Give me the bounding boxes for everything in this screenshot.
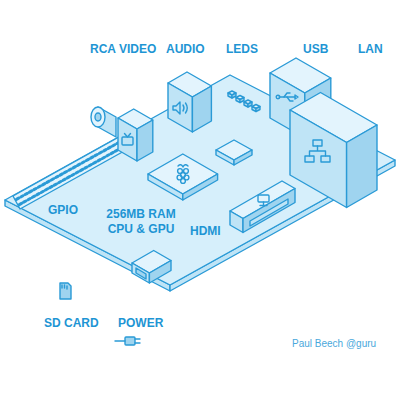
part-label: POWER — [118, 316, 163, 330]
gpio-header-part — [13, 137, 126, 209]
circuit-board-part — [5, 75, 395, 285]
speaker-icon-part — [173, 102, 180, 114]
credit-text: Paul Beech @guru — [292, 337, 376, 350]
network-icon — [305, 140, 330, 162]
soc-chip-part — [183, 174, 218, 200]
network-icon-part — [310, 146, 326, 156]
rca-connector-part — [91, 107, 105, 127]
soc-chip-part — [148, 174, 183, 200]
rca-connector — [91, 107, 153, 161]
part-label: RCA VIDEO — [90, 42, 156, 56]
network-icon-part — [313, 140, 322, 146]
part-label: GPIO — [48, 203, 78, 217]
led-row — [228, 91, 260, 112]
soc-chip — [148, 154, 218, 200]
power-connector — [132, 251, 171, 284]
sd-card-icon-part — [62, 285, 67, 289]
audio-jack — [168, 72, 211, 132]
hdmi-port — [230, 181, 295, 233]
null-part — [256, 107, 260, 112]
lan-port — [290, 93, 377, 208]
monitor-icon-part — [258, 195, 269, 202]
plug-icon-part — [115, 339, 140, 343]
part-label: LAN — [358, 42, 383, 56]
plug-icon — [115, 337, 140, 345]
part-label: HDMI — [190, 224, 221, 238]
lan-port-part — [347, 125, 377, 208]
power-connector-part — [149, 261, 171, 284]
hdmi-port-part — [230, 211, 243, 233]
raspberry-logo-part — [181, 179, 186, 184]
tv-icon-part — [122, 137, 133, 145]
soc-chip-part — [148, 154, 218, 194]
rca-connector-part — [118, 118, 137, 161]
usb-icon-part — [295, 95, 298, 99]
speaker-icon-part — [183, 103, 187, 113]
network-icon-part — [305, 156, 314, 162]
power-connector-part — [136, 268, 146, 279]
usb-icon-part — [284, 93, 293, 101]
small-chip-part — [234, 150, 252, 165]
monitor-icon-part — [260, 202, 267, 206]
gpio-header-part — [19, 147, 123, 205]
raspberry-logo — [177, 165, 189, 184]
small-chip — [216, 140, 252, 165]
gpio-header — [13, 137, 126, 209]
power-connector-part — [132, 263, 149, 283]
sd-card-icon — [60, 283, 71, 299]
part-label: USB — [303, 42, 328, 56]
part-label: AUDIO — [166, 42, 205, 56]
rca-connector-part — [95, 113, 101, 121]
raspberry-logo-part — [178, 165, 188, 167]
part-label: LEDS — [226, 42, 258, 56]
audio-jack-part — [192, 86, 211, 132]
tv-icon-part — [125, 134, 131, 138]
gpio-header-part — [16, 142, 120, 200]
monitor-icon — [258, 195, 269, 206]
hdmi-port-part — [250, 199, 288, 226]
hdmi-port-part — [243, 189, 295, 233]
sd-card-icon-part — [60, 283, 71, 299]
usb-icon-part — [276, 95, 280, 99]
small-chip-part — [216, 150, 234, 165]
circuit-board — [5, 75, 395, 291]
audio-jack-part — [168, 83, 192, 132]
usb-icon — [276, 93, 298, 101]
network-icon-part — [321, 156, 330, 162]
lan-port-part — [290, 110, 347, 208]
part-label: SD CARD — [44, 316, 99, 330]
tv-icon — [122, 134, 133, 146]
part-label: 256MB RAM CPU & GPU — [100, 207, 182, 237]
rca-connector-part — [137, 120, 153, 161]
plug-icon-part — [125, 337, 135, 345]
speaker-icon — [173, 102, 187, 114]
